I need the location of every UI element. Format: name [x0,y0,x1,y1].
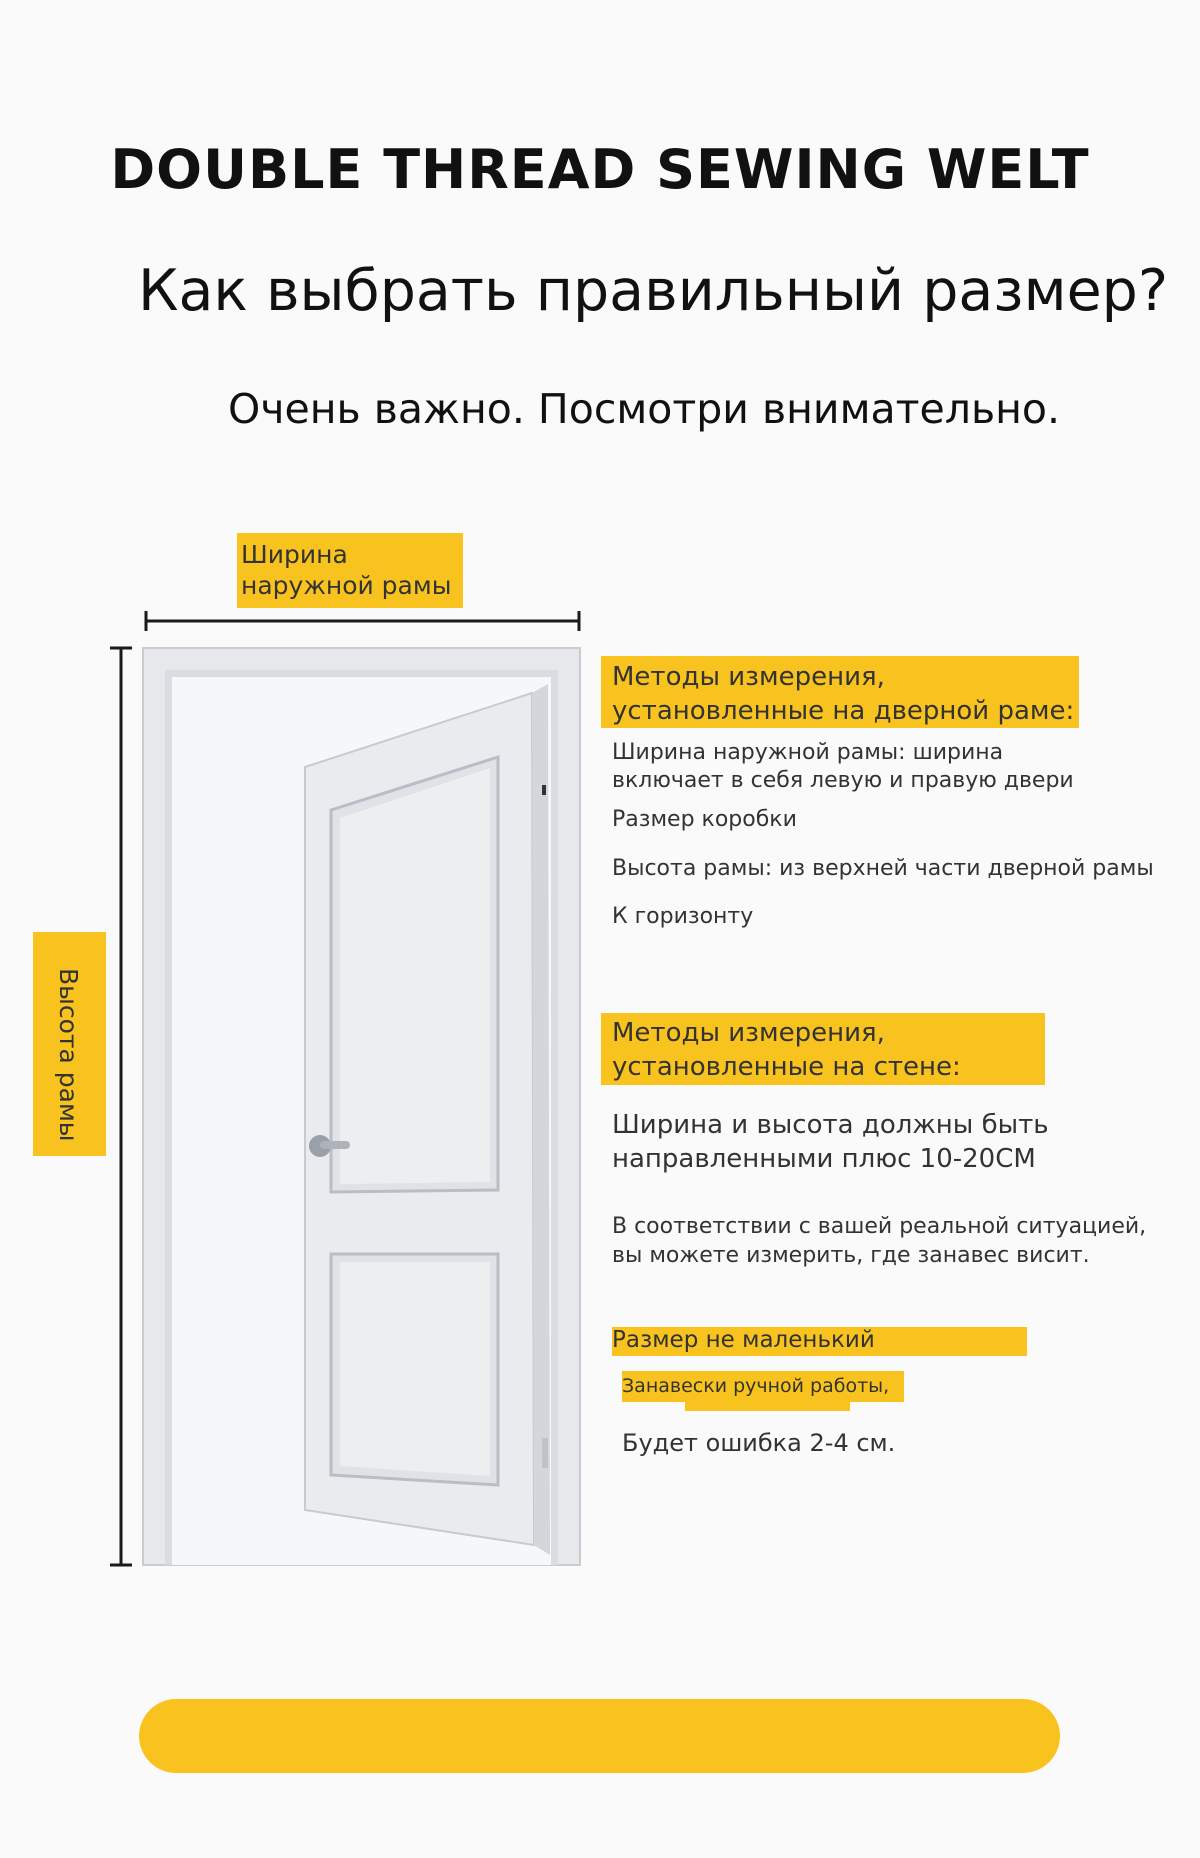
frame-item: Размер коробки [612,807,797,832]
wall-section-title-line-2: установленные на стене: [612,1052,961,1082]
door-handle-icon [309,1135,350,1157]
frame-item: Ширина наружной рамы: ширина [612,740,1004,765]
door-diagram [110,611,581,1567]
wall-item: вы можете измерить, где занавес висит. [612,1243,1090,1268]
frame-item: включает в себя левую и правую двери [612,768,1074,793]
width-label-line-1: Ширина [241,540,348,569]
width-label: Ширина наружной рамы [241,539,451,601]
wall-item: В соответствии с вашей реальной ситуацие… [612,1214,1147,1239]
page-subheadline: Очень важно. Посмотри внимательно. [228,385,1061,433]
frame-section-title-highlight [601,656,1079,728]
frame-item: Высота рамы: из верхней части дверной ра… [612,856,1154,881]
page-headline: Как выбрать правильный размер? [138,258,1169,324]
frame-section-title: Методы измерения, установленные на дверн… [612,660,1074,728]
width-label-highlight [237,533,463,608]
brand-title: DOUBLE THREAD SEWING WELT [110,138,1090,201]
note-item-highlight [622,1371,904,1402]
frame-section-title-line-2: установленные на дверной раме: [612,696,1075,726]
height-label-highlight [33,932,106,1156]
wall-item: Ширина и высота должны быть [612,1110,1049,1140]
wall-section-title-line-1: Методы измерения, [612,1018,885,1048]
wall-item: направленными плюс 10-20CM [612,1144,1036,1174]
frame-section-title-line-1: Методы измерения, [612,662,885,692]
height-dimension-line [110,646,132,1567]
door-leaf [304,684,550,1555]
note-title-highlight [612,1327,1027,1356]
note-title: Размер не маленький [612,1327,875,1353]
height-label: Высота рамы [54,968,83,1142]
bottom-bar [139,1699,1060,1773]
note-item: Будет ошибка 2-4 см. [622,1429,896,1457]
wall-section-title-highlight [601,1013,1045,1085]
frame-item: К горизонту [612,904,754,929]
width-dimension-line [144,611,581,631]
note-item-highlight-tail [685,1397,850,1411]
note-item: Занавески ручной работы, [622,1375,890,1397]
wall-section-title: Методы измерения, установленные на стене… [612,1016,961,1084]
width-label-line-2: наружной рамы [241,571,452,600]
